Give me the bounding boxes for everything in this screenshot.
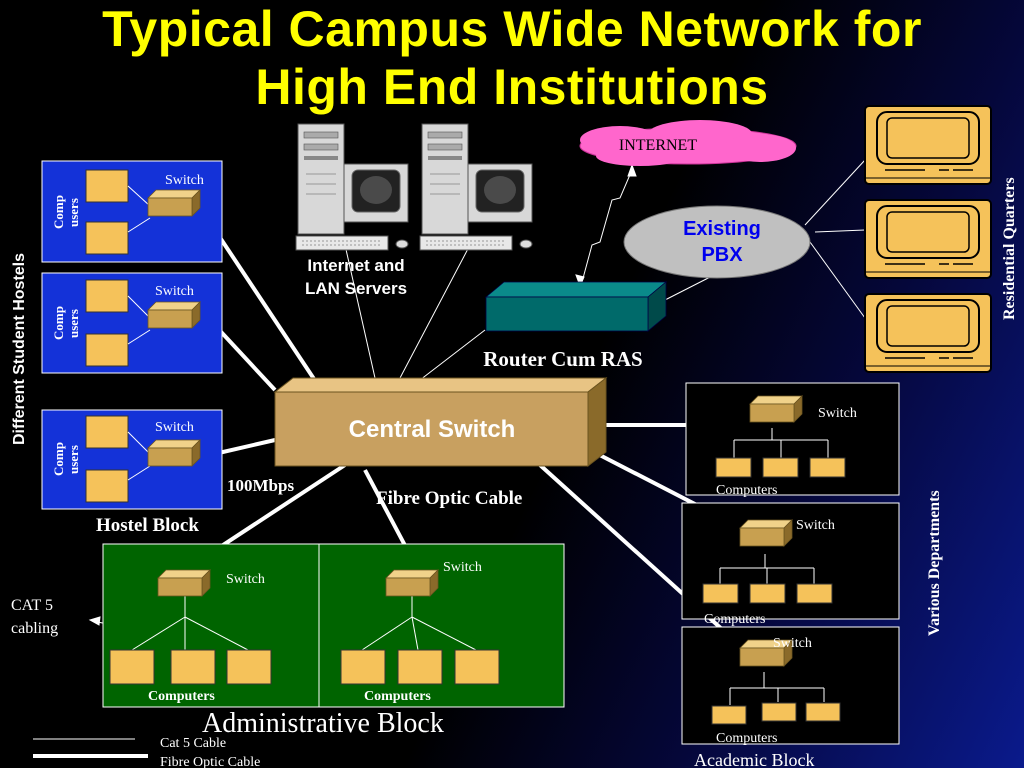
comp-users-label: Comp [51,195,66,229]
speed-label: 100Mbps [227,476,294,495]
legend-fibre-label: Fibre Optic Cable [160,755,260,768]
computers-label: Computers [716,731,777,746]
central-switch [273,376,608,468]
department-panel: Switch Computers [685,382,900,498]
academic-block-label: Academic Block [694,750,814,768]
server-computer-icon [419,123,533,251]
legend-cat5-label: Cat 5 Cable [160,736,226,751]
page-title: Typical Campus Wide Network for High End… [0,0,1024,116]
comp-users-label: users [66,309,81,338]
switch-label: Switch [773,636,812,651]
computers-label: Computers [716,483,777,498]
switch-icon [157,569,211,597]
router-node [484,281,668,332]
cat5-cables [33,159,866,740]
hostel-panel: Switch Comp users [41,160,223,263]
pbx-label-line2: PBX [701,244,743,266]
switch-label: Switch [226,572,265,587]
fibre-cable-label: Fibre Optic Cable [376,488,522,509]
admin-block-label: Administrative Block [202,708,444,739]
switch-icon [147,301,201,329]
comp-users-label: users [66,198,81,227]
hostel-panel: Switch Comp users [41,409,223,510]
switch-icon [739,519,793,547]
pbx-node [623,205,811,279]
switch-icon [749,395,803,423]
hostel-block-label: Hostel Block [96,515,199,536]
departments-label: Various Departments [926,490,943,636]
comp-users-label: users [66,445,81,474]
title-line-2: High End Institutions [255,59,769,115]
switch-icon [147,189,201,217]
comp-users-label: Comp [51,442,66,476]
internet-label: INTERNET [619,137,697,154]
switch-label: Switch [443,560,482,575]
department-panel: Switch Computers [681,502,900,627]
servers-label-line2: LAN Servers [305,279,407,298]
hostel-panel: Switch Comp users [41,272,223,374]
switch-label: Switch [155,284,194,299]
switch-label: Switch [155,420,194,435]
cat5-label-line1: CAT 5 [11,597,53,614]
router-label: Router Cum RAS [483,347,642,371]
switch-label: Switch [796,518,835,533]
administrative-block: Switch Switch Computers Computers [102,543,565,708]
department-panel: Switch Computers [681,626,900,746]
switch-icon [147,439,201,467]
computers-label: Computers [148,689,215,704]
computers-label: Computers [364,689,431,704]
switch-label: Switch [165,173,204,188]
residential-computer-icon [864,105,992,185]
residential-computer-icon [864,199,992,279]
servers-label-line1: Internet and [307,256,404,275]
internet-cloud [579,120,797,166]
residential-computer-icon [864,293,992,373]
comp-users-label: Comp [51,306,66,340]
cat5-label-line2: cabling [11,620,58,637]
switch-icon [385,569,439,597]
title-line-1: Typical Campus Wide Network for [102,1,922,57]
residential-quarters-label: Residential Quarters [1001,177,1018,320]
central-switch-label: Central Switch [349,416,516,443]
hostels-side-label: Different Student Hostels [11,253,28,445]
switch-label: Switch [818,406,857,421]
server-computer-icon [295,123,409,251]
computers-label: Computers [704,612,765,627]
pbx-label-line1: Existing [683,218,761,240]
